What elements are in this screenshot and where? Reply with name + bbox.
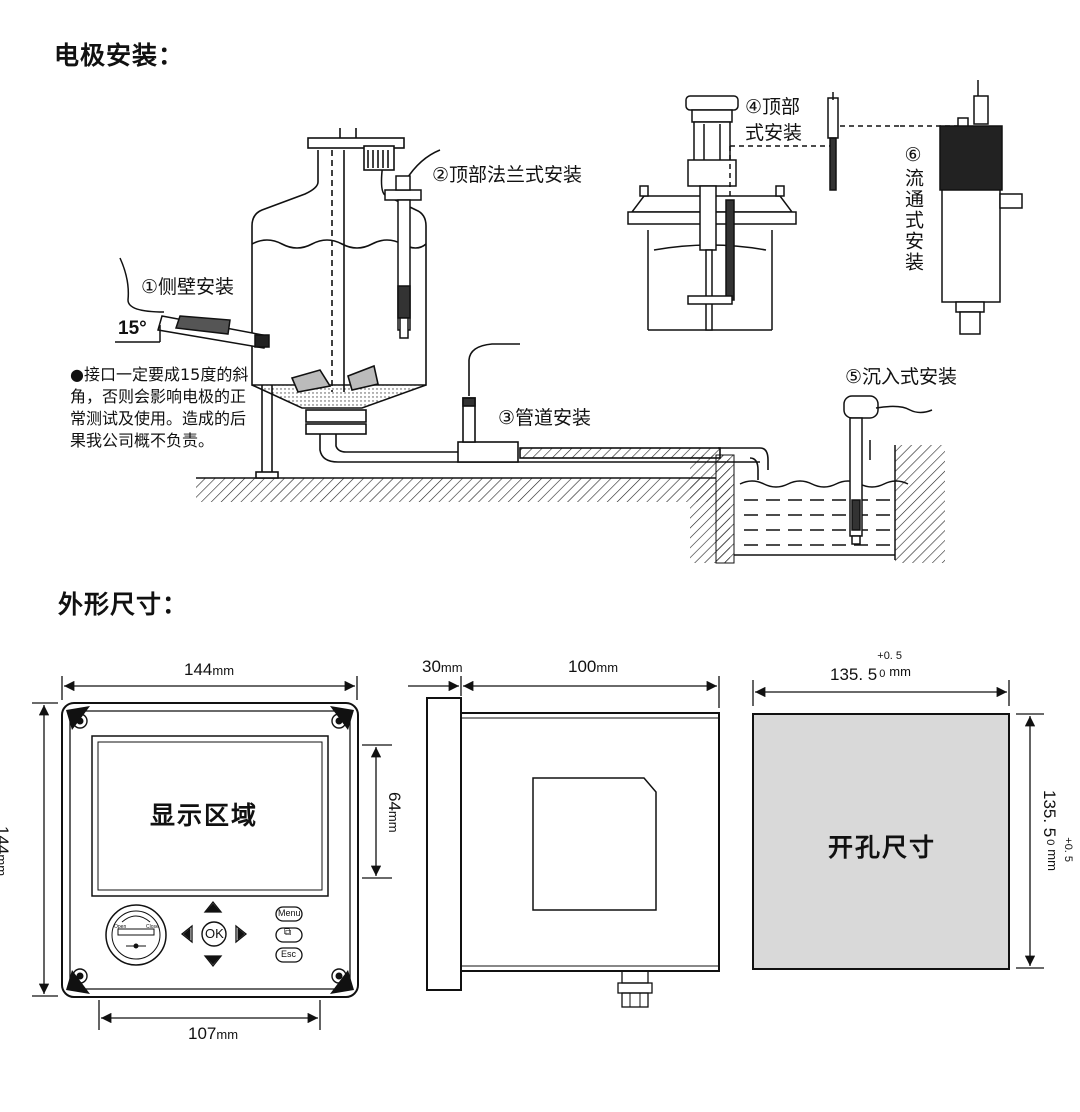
flow-through-cell <box>939 80 1023 335</box>
immersion-label: ⑤沉入式安装 <box>845 366 958 388</box>
reactor-tank <box>251 128 427 479</box>
cutout-width-tol-zero: 0 <box>879 668 886 680</box>
angle-label: 15° <box>118 318 147 339</box>
front-height-unit: mm <box>0 854 9 877</box>
cutout-dimension-lines <box>752 680 1044 969</box>
panel-bottom-width-value: 107 <box>188 1024 217 1043</box>
pipe-line <box>319 343 769 480</box>
cutout-height-unit: mm <box>1045 849 1060 871</box>
side-body-depth-unit: mm <box>596 660 619 675</box>
side-front-depth-value: 30 <box>422 657 441 676</box>
usb-port-knob <box>105 904 167 966</box>
cutout-height-tol-plus: +0. 5 <box>1062 837 1074 863</box>
front-width-dim: 144mm <box>184 660 234 680</box>
cutout-width-value: 135. 5 <box>830 665 878 684</box>
side-wall-label: ①侧壁安装 <box>141 276 235 298</box>
usb-open-label: Open <box>114 924 127 930</box>
nav-keys <box>180 900 303 968</box>
ground <box>196 445 945 564</box>
cutout-width-tol-plus: +0. 5 <box>877 650 903 662</box>
flow-through-label: ⑥流通式安装 <box>902 144 924 273</box>
front-width-unit: mm <box>212 663 235 678</box>
front-dimension-lines <box>32 676 392 1030</box>
side-front-depth-unit: mm <box>440 660 463 675</box>
dimension-section-title: 外形尺寸： <box>58 590 189 619</box>
top-mount-label-2: 式安装 <box>745 122 803 144</box>
install-section-title: 电极安装： <box>54 41 185 70</box>
copy-key-icon[interactable]: ⧉ <box>284 927 292 938</box>
side-body-depth-dim: 100mm <box>568 657 618 677</box>
cutout-label: 开孔尺寸 <box>828 833 937 862</box>
top-flange-electrode <box>384 149 441 339</box>
display-height-value: 64 <box>385 792 404 811</box>
side-body-depth-value: 100 <box>568 657 597 676</box>
front-height-value: 144 <box>0 826 12 855</box>
cutout-width-dim: 135. 5 +0. 5 0 mm <box>830 650 911 685</box>
usb-close-label: Close <box>146 924 159 930</box>
side-wall-electrode <box>115 257 270 349</box>
cutout-width-unit: mm <box>889 664 911 679</box>
pipe-label: ③管道安装 <box>498 407 592 429</box>
top-mount-reactor <box>627 95 830 331</box>
immersion-tank <box>734 395 933 556</box>
menu-key[interactable]: Menu <box>278 908 301 918</box>
install-note: ●接口一定要成15度的斜角，否则会影响电极的正常测试及使用。造成的后果我公司概不… <box>70 365 249 450</box>
side-view <box>426 697 720 1008</box>
side-dimension-lines <box>408 676 720 708</box>
front-height-dim: 144mm <box>0 826 12 876</box>
side-front-depth-dim: 30mm <box>422 657 463 677</box>
top-mount-label-1: ④顶部 <box>745 96 801 118</box>
ok-key[interactable]: OK <box>205 926 224 941</box>
front-panel <box>61 702 359 998</box>
front-width-value: 144 <box>184 660 213 679</box>
display-height-unit: mm <box>386 810 401 833</box>
cutout-height-dim: 135. 5 +0. 5 0 mm <box>1039 790 1074 871</box>
cutout-height-value: 135. 5 <box>1040 790 1059 838</box>
display-area-label: 显示区域 <box>150 801 259 830</box>
display-height-dim: 64mm <box>384 792 404 833</box>
cutout-height-tol-zero: 0 <box>1044 839 1056 846</box>
esc-key[interactable]: Esc <box>281 949 297 959</box>
panel-bottom-width-dim: 107mm <box>188 1024 238 1044</box>
cutout <box>752 713 1010 970</box>
panel-bottom-width-unit: mm <box>216 1027 239 1042</box>
top-flange-label: ②顶部法兰式安装 <box>432 164 583 186</box>
